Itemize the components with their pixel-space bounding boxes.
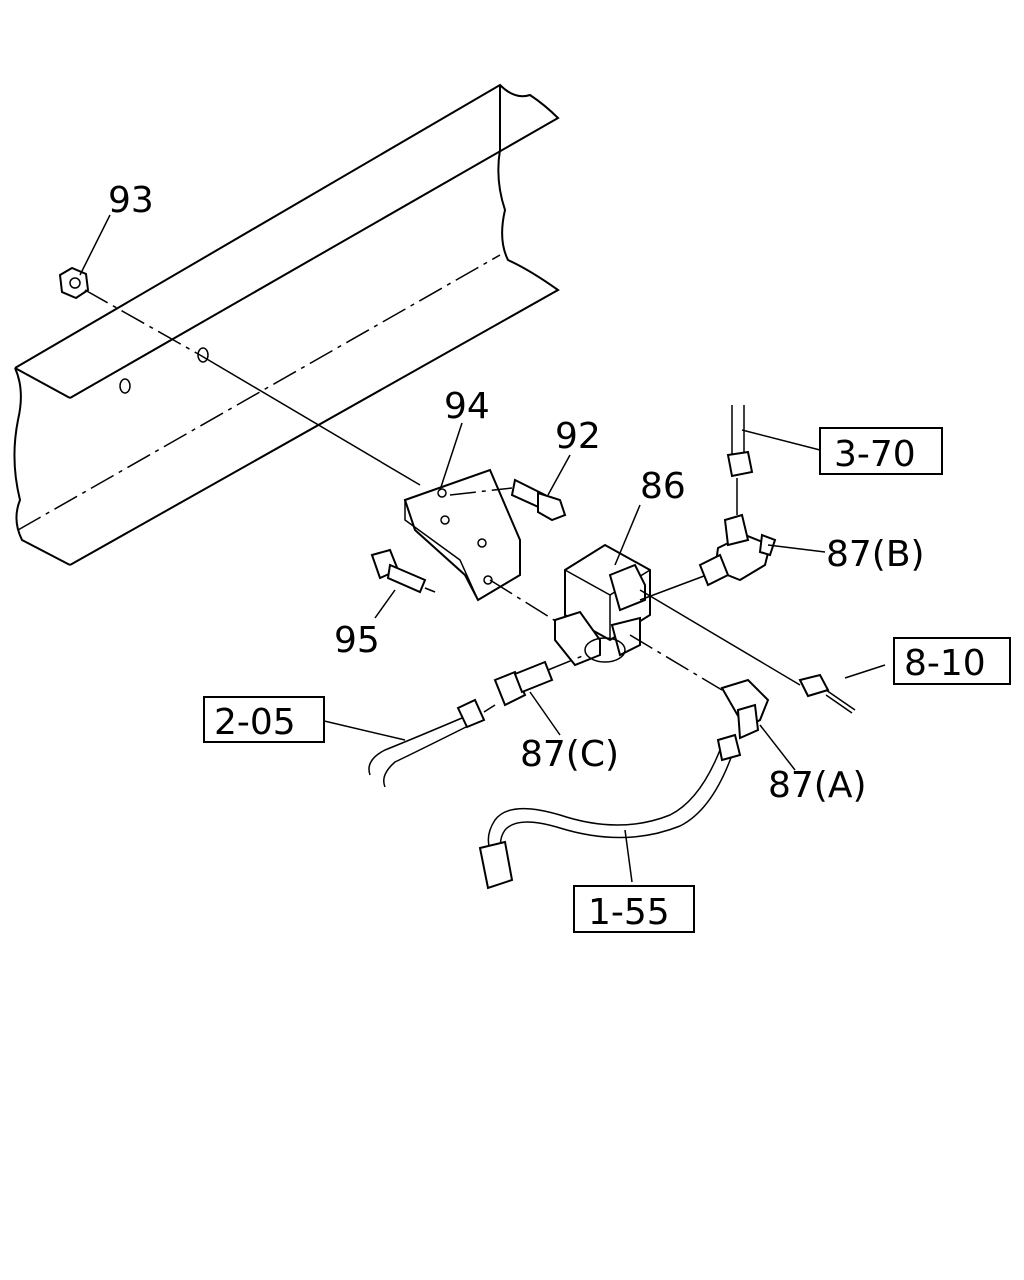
callout-87c: 87(C) — [520, 734, 619, 775]
elbow-fitting-87a — [629, 634, 770, 740]
leader-lines — [79, 214, 886, 883]
reference-3-70: 3-70 — [834, 434, 916, 475]
hose-2-05 — [368, 698, 496, 788]
fitting-87c — [493, 654, 586, 707]
bolt-95 — [370, 548, 436, 594]
reference-box-3-70[interactable]: 3-70 — [819, 427, 943, 475]
nut-93 — [58, 266, 421, 486]
callout-93: 93 — [108, 180, 154, 221]
callout-92: 92 — [555, 416, 601, 457]
tee-fitting-87b — [698, 405, 777, 587]
reference-8-10: 8-10 — [904, 643, 986, 684]
valve-86 — [554, 543, 801, 686]
frame-rail — [13, 83, 560, 566]
reference-box-8-10[interactable]: 8-10 — [893, 637, 1011, 685]
bracket-94 — [403, 468, 571, 631]
connector-plug — [798, 673, 856, 714]
reference-2-05: 2-05 — [214, 702, 296, 743]
reference-box-1-55[interactable]: 1-55 — [573, 885, 695, 933]
bolt-92 — [449, 478, 567, 522]
reference-box-2-05[interactable]: 2-05 — [203, 696, 325, 743]
callout-95: 95 — [334, 620, 380, 661]
callout-87a: 87(A) — [768, 765, 867, 806]
hose-1-55 — [478, 733, 742, 890]
reference-1-55: 1-55 — [588, 892, 670, 933]
callout-87b: 87(B) — [826, 534, 925, 575]
callout-94: 94 — [444, 386, 490, 427]
callout-86: 86 — [640, 466, 686, 507]
